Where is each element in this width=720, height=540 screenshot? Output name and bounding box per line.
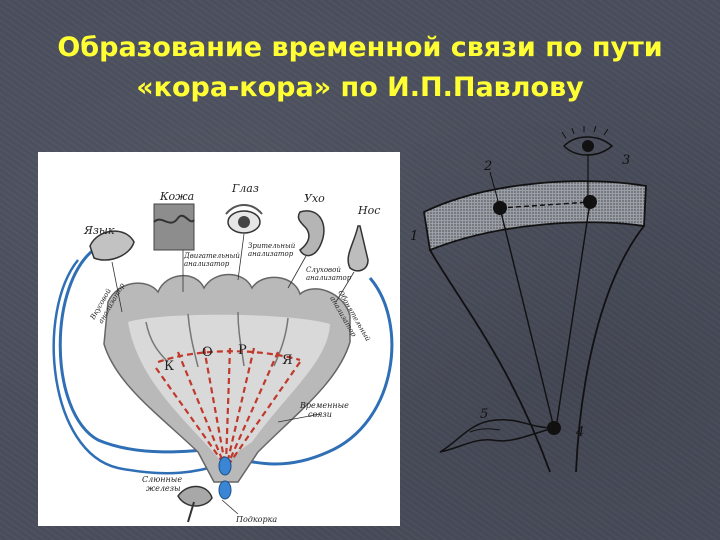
label-visual-analyzer-1: Зрительный xyxy=(248,242,296,250)
label-temporary-links-1: Временные xyxy=(299,401,349,410)
connection-2-3 xyxy=(499,201,591,209)
cortex-analyzers-illustration: Кожа Глаз Ухо Нос Язык Двигательный анал… xyxy=(38,152,400,526)
label-letter-o: О xyxy=(202,345,213,360)
label-auditory-analyzer-1: Слуховой xyxy=(306,266,341,274)
label-auditory-analyzer-2: анализатор xyxy=(306,274,352,282)
label-tongue: Язык xyxy=(83,224,115,237)
tongue-illustration xyxy=(89,230,135,261)
funnel-left-wall xyxy=(429,249,551,473)
nose-illustration xyxy=(347,225,369,272)
label-salivary-glands-2: железы xyxy=(146,484,181,493)
cortex-cortex-schematic: 1 2 3 4 5 xyxy=(400,122,660,482)
label-number-3: 3 xyxy=(622,153,630,168)
title-line-2: «кора-кора» по И.П.Павлову xyxy=(136,72,584,103)
pointer-2 xyxy=(489,171,501,209)
label-nose: Нос xyxy=(357,204,380,217)
skin-illustration xyxy=(153,203,195,251)
salivary-gland-illustration xyxy=(177,485,213,523)
label-connectors xyxy=(111,233,355,515)
label-number-5: 5 xyxy=(480,407,488,422)
red-temporary-connection-lines xyxy=(155,347,301,465)
label-number-1: 1 xyxy=(410,229,418,244)
cortex-fold xyxy=(273,317,289,367)
slide-title: Образование временной связи по пути «кор… xyxy=(0,28,720,108)
cortex-fold xyxy=(237,311,245,367)
cortex-fold xyxy=(145,321,169,363)
cortex-band-texture xyxy=(424,181,646,250)
ear-illustration xyxy=(297,210,325,257)
label-letter-r: Р xyxy=(238,343,247,358)
blue-pathway-right xyxy=(233,277,394,466)
label-subcortex: Подкорка xyxy=(235,515,277,524)
label-cutaneous-analyzer-1: Двигательный xyxy=(183,252,240,260)
label-salivary-glands-1: Слюнные xyxy=(142,475,182,484)
title-line-1: Образование временной связи по пути xyxy=(57,32,663,63)
subcortex-node-upper xyxy=(218,456,232,476)
connection-3-4 xyxy=(555,201,591,429)
label-cutaneous-analyzer-2: анализатор xyxy=(184,260,230,268)
label-temporary-links-2: связи xyxy=(308,410,332,419)
connection-2-4 xyxy=(499,207,555,429)
gland-detail xyxy=(469,428,501,433)
cortex-fold xyxy=(187,313,199,368)
label-letter-k: К xyxy=(164,359,174,374)
label-number-2: 2 xyxy=(483,159,492,174)
cortex-diagram-svg: Кожа Глаз Ухо Нос Язык Двигательный анал… xyxy=(52,182,394,524)
label-letter-ya: Я xyxy=(282,353,293,368)
gland-icon xyxy=(439,419,555,453)
eye-icon xyxy=(561,125,614,196)
schematic-svg: 1 2 3 4 5 xyxy=(410,125,647,473)
label-skin: Кожа xyxy=(159,190,194,203)
label-eye: Глаз xyxy=(231,182,259,195)
eye-illustration xyxy=(225,204,263,234)
label-ear: Ухо xyxy=(304,192,325,205)
blue-pathway-left-inner xyxy=(52,259,224,475)
funnel-right-wall xyxy=(575,225,645,473)
subcortex-node-lower xyxy=(218,480,232,500)
label-number-4: 4 xyxy=(575,425,584,440)
blue-pathway-left xyxy=(58,246,227,454)
label-visual-analyzer-2: анализатор xyxy=(248,250,294,258)
